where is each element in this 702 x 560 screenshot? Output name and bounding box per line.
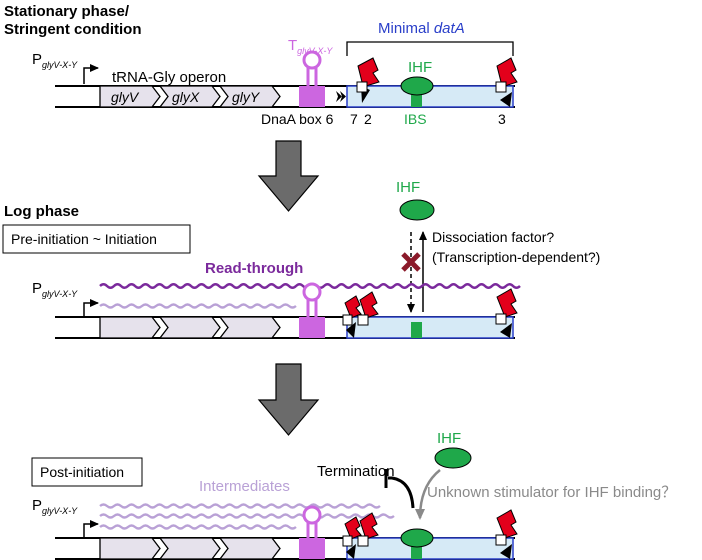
termination-label: Termination bbox=[317, 463, 395, 480]
dnaa-protein-box3-3 bbox=[495, 509, 518, 559]
dnaa-box-6-arrow bbox=[336, 91, 342, 102]
stimulator-arrow bbox=[415, 469, 441, 520]
dnaa-box-2-label: 2 bbox=[364, 111, 372, 127]
ihf-protein-bound-3 bbox=[400, 528, 434, 548]
stimulator-label: Unknown stimulator for IHF binding？ bbox=[427, 484, 676, 501]
ibs-site-3 bbox=[411, 544, 422, 559]
gene-glyV bbox=[99, 85, 161, 108]
promoter-arrow-2 bbox=[83, 299, 99, 317]
gene-block-3c bbox=[218, 537, 281, 560]
panel-post-initiation: Post-initiation Intermediates Terminatio… bbox=[31, 430, 676, 560]
gene-block-3a bbox=[99, 537, 161, 560]
promoter-label-1: PglyV-X-Y bbox=[32, 51, 78, 70]
post-initiation-box bbox=[31, 457, 143, 487]
terminator-loop-2 bbox=[302, 282, 322, 302]
dnaa-box-7-arrow bbox=[340, 91, 346, 102]
promoter-label-3: PglyV-X-Y bbox=[32, 497, 78, 516]
dnaa-box-3-label: 3 bbox=[498, 111, 506, 127]
minimal-data-bracket bbox=[346, 41, 514, 56]
dnaa-box-label: DnaA box 6 bbox=[261, 111, 334, 127]
pre-initiation-label: Pre-initiation ~ Initiation bbox=[11, 231, 157, 247]
transition-arrow-2 bbox=[257, 363, 320, 436]
gene-block-2c bbox=[218, 316, 281, 339]
terminator-box-1 bbox=[299, 86, 325, 107]
intermediate-transcript-2 bbox=[99, 513, 395, 519]
dnaa-protein-box2 bbox=[356, 57, 380, 103]
ihf-label-2: IHF bbox=[396, 179, 420, 196]
terminator-loop-1 bbox=[302, 50, 322, 70]
panel1-title-line1: Stationary phase/ bbox=[4, 3, 130, 20]
dnaa-protein-cluster-3 bbox=[342, 512, 379, 559]
post-initiation-label: Post-initiation bbox=[40, 464, 124, 480]
panel-stationary: Stationary phase/ Stringent condition Mi… bbox=[4, 3, 518, 127]
ihf-label-1: IHF bbox=[408, 59, 432, 76]
intermediates-label: Intermediates bbox=[199, 478, 290, 495]
promoter-label-2: PglyV-X-Y bbox=[32, 280, 78, 299]
gene-label-glyY: glyY bbox=[232, 89, 261, 105]
ihf-protein-free-2 bbox=[399, 199, 435, 221]
dnaa-box-7-label: 7 bbox=[350, 111, 358, 127]
pre-initiation-box bbox=[2, 224, 191, 254]
gene-label-glyX: glyX bbox=[172, 89, 200, 105]
readthrough-label: Read-through bbox=[205, 260, 303, 277]
dnaa-protein-box3-2 bbox=[495, 288, 518, 338]
ihf-protein-bound-1 bbox=[400, 76, 434, 96]
ihf-protein-free-3 bbox=[434, 447, 472, 469]
intermediate-transcript-1 bbox=[99, 503, 381, 509]
data-region-2 bbox=[346, 316, 514, 339]
terminator-box-2 bbox=[299, 317, 325, 338]
gene-block-2b bbox=[158, 316, 221, 339]
minimal-data-label: Minimal datA bbox=[378, 20, 465, 37]
ibs-site-1 bbox=[411, 92, 422, 107]
gene-block-2a bbox=[99, 316, 161, 339]
terminator-loop-3 bbox=[302, 505, 322, 525]
blocked-cross-icon bbox=[401, 252, 421, 272]
dissociation-label: Dissociation factor? bbox=[432, 229, 554, 245]
operon-label: tRNA-Gly operon bbox=[112, 69, 226, 86]
gene-block-3b bbox=[158, 537, 221, 560]
gene-label-glyV: glyV bbox=[111, 89, 140, 105]
dnaa-protein-box3 bbox=[495, 57, 518, 107]
ibs-label: IBS bbox=[404, 111, 427, 127]
gene-glyY bbox=[218, 85, 281, 108]
ihf-label-3: IHF bbox=[437, 430, 461, 447]
promoter-arrow-3 bbox=[83, 520, 99, 538]
panel1-title-line2: Stringent condition bbox=[4, 21, 141, 38]
intermediate-transcript-3 bbox=[99, 524, 297, 530]
transcription-label: (Transcription-dependent?) bbox=[432, 249, 600, 265]
gene-glyX bbox=[158, 85, 221, 108]
short-transcript-2 bbox=[99, 303, 297, 309]
dnaa-protein-cluster-2 bbox=[342, 291, 379, 338]
transition-arrow-1 bbox=[257, 140, 320, 212]
panel-log: Log phase Pre-initiation ~ Initiation IH… bbox=[2, 179, 600, 339]
panel2-title: Log phase bbox=[4, 203, 79, 220]
termination-curve bbox=[388, 476, 415, 509]
terminator-box-3 bbox=[299, 538, 325, 559]
promoter-arrow-1 bbox=[83, 64, 99, 84]
ibs-site-2 bbox=[411, 322, 422, 338]
